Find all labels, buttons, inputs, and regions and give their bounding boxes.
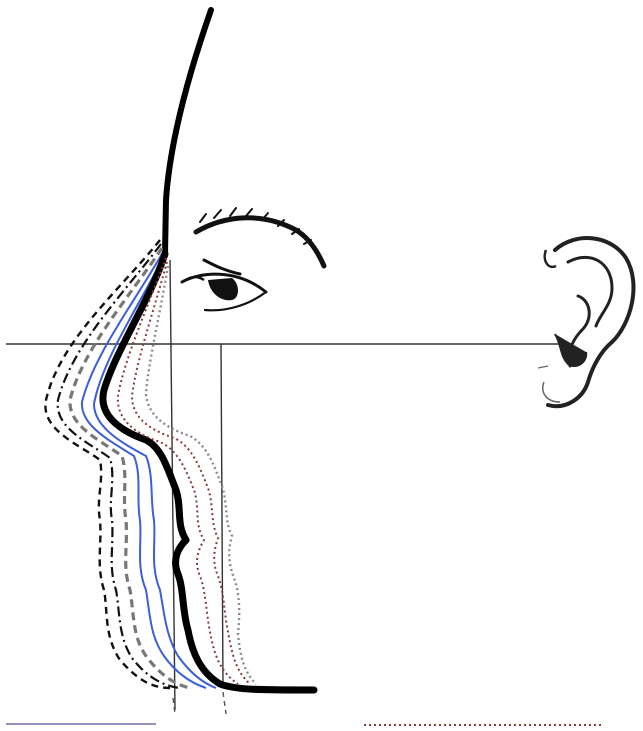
ear-icon	[538, 238, 633, 406]
vertical-reference-line-right	[221, 344, 223, 688]
profile-main-solid	[103, 254, 314, 690]
profile-gray-dotted-inner	[146, 266, 256, 684]
eye-icon	[182, 260, 266, 310]
profile-dashdot-black	[58, 244, 180, 688]
vertical-reference-extension-right	[223, 692, 226, 714]
eyebrow-icon	[196, 208, 324, 266]
